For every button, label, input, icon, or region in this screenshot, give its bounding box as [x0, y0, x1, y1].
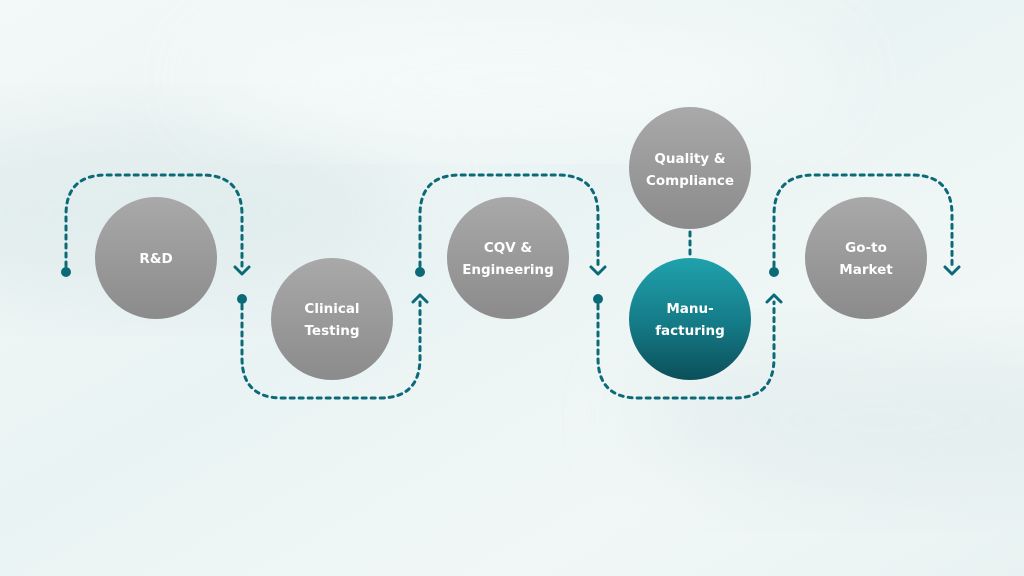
connector-arc-under-clinical [240, 300, 422, 400]
connector-start-dot-1 [61, 267, 71, 277]
node-go-to-market-label-line2: Market [839, 262, 893, 278]
connector-arrow-up-1 [411, 293, 429, 304]
node-rnd: R&D [95, 197, 217, 319]
node-clinical-testing: Clinical Testing [271, 258, 393, 380]
node-manufacturing-label-line2: facturing [655, 323, 725, 339]
node-clinical-testing-circle [271, 258, 393, 380]
node-manufacturing-circle [629, 258, 751, 380]
node-quality-compliance-circle [629, 107, 751, 229]
process-nodes: R&D Clinical Testing CQV & Engineering Q… [95, 107, 927, 380]
connector-start-dot-4 [593, 294, 603, 304]
connector-start-dot-2 [237, 294, 247, 304]
node-go-to-market-circle [805, 197, 927, 319]
connectors [61, 173, 961, 400]
connector-arrow-down-3 [943, 265, 961, 276]
connector-arc-over-rnd [64, 173, 244, 268]
node-quality-compliance: Quality & Compliance [629, 107, 751, 229]
node-go-to-market-label-line1: Go-to [845, 240, 887, 256]
connector-arc-over-market [772, 173, 954, 268]
node-cqv-engineering-label-line2: Engineering [462, 262, 554, 278]
node-quality-compliance-label-line1: Quality & [654, 151, 725, 167]
node-go-to-market: Go-to Market [805, 197, 927, 319]
connector-arc-under-manufacturing [596, 300, 776, 400]
connector-arrow-up-2 [765, 293, 783, 304]
node-manufacturing: Manu- facturing [629, 258, 751, 380]
connector-arrow-down-1 [233, 265, 251, 276]
connector-start-dot-5 [769, 267, 779, 277]
node-clinical-testing-label-line2: Testing [305, 323, 360, 339]
node-cqv-engineering: CQV & Engineering [447, 197, 569, 319]
connector-arrow-down-2 [589, 265, 607, 276]
node-cqv-engineering-circle [447, 197, 569, 319]
node-quality-compliance-label-line2: Compliance [646, 173, 734, 189]
connector-start-dot-3 [415, 267, 425, 277]
node-manufacturing-label-line1: Manu- [666, 301, 713, 317]
connector-arc-over-cqv [418, 173, 600, 268]
node-rnd-label: R&D [139, 251, 172, 267]
node-rnd-circle [95, 197, 217, 319]
node-clinical-testing-label-line1: Clinical [304, 301, 359, 317]
node-cqv-engineering-label-line1: CQV & [484, 240, 533, 256]
